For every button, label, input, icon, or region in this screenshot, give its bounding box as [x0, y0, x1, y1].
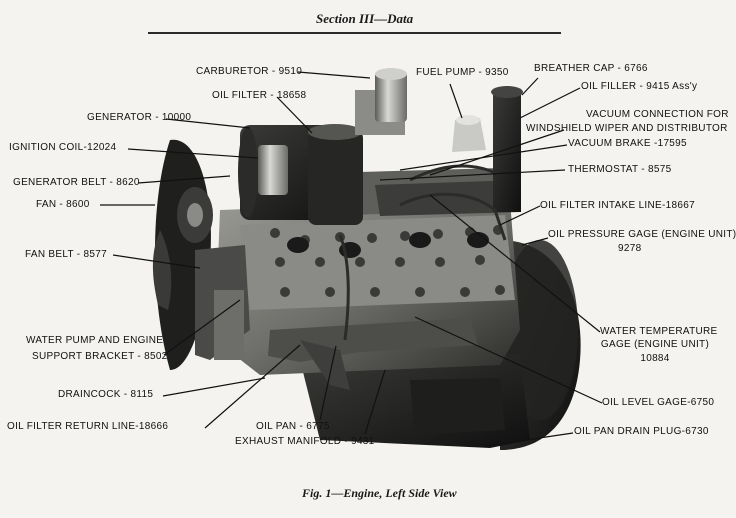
- exhaust-manifold: [268, 318, 478, 390]
- fan-pulley: [177, 187, 213, 243]
- label-breather-cap: BREATHER CAP - 6766: [534, 63, 648, 74]
- label-water-temp-3: 10884: [640, 353, 670, 364]
- label-water-temp-2: GAGE (ENGINE UNIT): [600, 339, 710, 350]
- label-water-pump-1: WATER PUMP AND ENGINE: [26, 335, 164, 346]
- label-ignition-coil: IGNITION COIL-12024: [9, 142, 117, 153]
- label-oil-pan: OIL PAN - 6775: [256, 421, 330, 432]
- label-draincock: DRAINCOCK - 8115: [58, 389, 154, 400]
- label-vacuum-connection-1: VACUUM CONNECTION FOR: [586, 109, 729, 120]
- label-vacuum-brake: VACUUM BRAKE -17595: [568, 138, 687, 149]
- carburetor: [355, 68, 407, 135]
- header-rule: [148, 32, 561, 34]
- label-oil-pressure-1: OIL PRESSURE GAGE (ENGINE UNIT): [548, 229, 736, 240]
- label-fuel-pump: FUEL PUMP - 9350: [416, 67, 509, 78]
- label-oil-filler: OIL FILLER - 9415 Ass'y: [581, 81, 698, 92]
- label-oil-filter-return: OIL FILTER RETURN LINE-18666: [7, 421, 169, 432]
- label-oil-pan-drain: OIL PAN DRAIN PLUG-6730: [574, 426, 709, 437]
- label-oil-filter-intake: OIL FILTER INTAKE LINE-18667: [540, 200, 695, 211]
- label-fan-belt: FAN BELT - 8577: [25, 249, 107, 260]
- label-vacuum-connection-2: WINDSHIELD WIPER AND DISTRIBUTOR: [526, 123, 728, 134]
- ignition-coil: [258, 145, 288, 195]
- label-oil-level-gage: OIL LEVEL GAGE-6750: [602, 397, 715, 408]
- label-generator: GENERATOR - 10000: [87, 112, 192, 123]
- leader-lines: [100, 71, 603, 447]
- section-header: Section III—Data: [316, 11, 414, 26]
- label-oil-pressure-2: 9278: [618, 243, 642, 254]
- water-pump-bracket: [195, 245, 250, 360]
- label-water-temp-1: WATER TEMPERATURE: [600, 326, 718, 337]
- label-generator-belt: GENERATOR BELT - 8620: [13, 177, 140, 188]
- oil-filter: [308, 124, 363, 225]
- label-exhaust-manifold: EXHAUST MANIFOLD - 9431: [235, 436, 375, 447]
- label-oil-filter: OIL FILTER - 18658: [212, 90, 307, 101]
- oil-pan: [300, 355, 530, 448]
- label-thermostat: THERMOSTAT - 8575: [568, 164, 672, 175]
- label-fan: FAN - 8600: [36, 199, 90, 210]
- label-water-pump-2: SUPPORT BRACKET - 8502: [32, 351, 168, 362]
- label-carburetor: CARBURETOR - 9510: [196, 66, 303, 77]
- fuel-pump: [452, 115, 486, 152]
- figure-caption: Fig. 1—Engine, Left Side View: [302, 486, 457, 500]
